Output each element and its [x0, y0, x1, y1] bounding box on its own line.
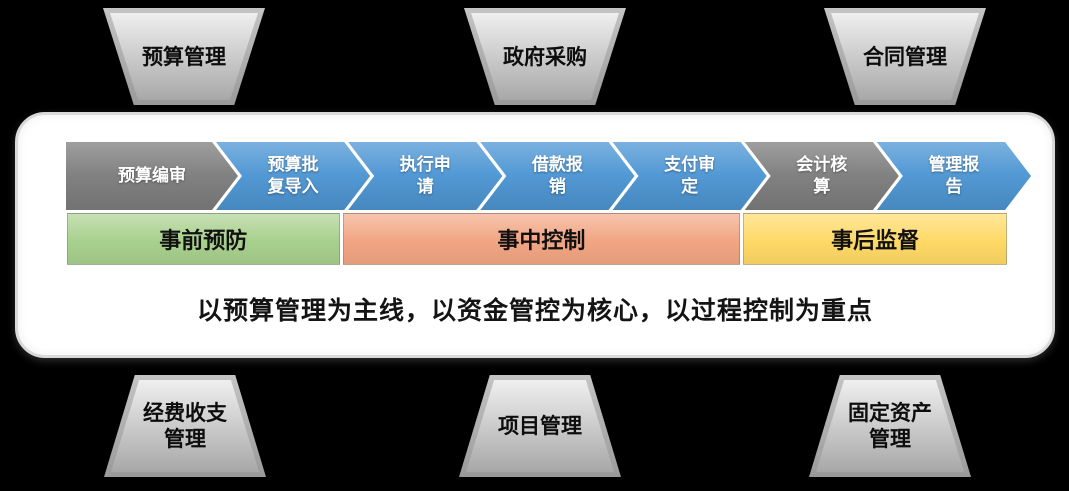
module-project-management: 项目管理 [459, 375, 621, 477]
phase-label: 事中控制 [497, 228, 586, 254]
process-step-management-report: 管理报告 [877, 142, 1031, 210]
trapezoid-bevel [831, 13, 979, 100]
step-label: 借款报销 [531, 154, 583, 197]
module-label: 预算管理 [142, 43, 226, 69]
phase-in-process-control: 事中控制 [342, 213, 741, 265]
step-label: 预算编审 [118, 165, 186, 186]
process-step-budget-approval-import: 预算批复导入 [216, 142, 370, 210]
step-label: 会计核算 [796, 154, 848, 197]
module-fixed-assets: 固定资产管理 [809, 375, 971, 477]
process-step-accounting: 会计核算 [745, 142, 899, 210]
phase-label: 事后监督 [831, 228, 920, 254]
control-phases: 事前预防 事中控制 事后监督 [67, 213, 1007, 265]
phase-pre-prevention: 事前预防 [67, 213, 340, 265]
step-label: 执行申请 [399, 154, 451, 197]
module-label: 合同管理 [863, 43, 947, 69]
module-government-procurement: 政府采购 [464, 8, 626, 105]
module-budget-management: 预算管理 [103, 8, 265, 105]
process-step-loan-reimbursement: 借款报销 [480, 142, 634, 210]
slogan-text: 以预算管理为主线，以资金管控为核心，以过程控制为重点 [196, 296, 873, 325]
process-panel: 预算编审 预算批复导入 执行申请 借款报销 支付审定 会计核算 管理报告 [15, 112, 1055, 358]
module-label: 政府采购 [503, 43, 587, 69]
process-step-budget-review: 预算编审 [66, 142, 238, 210]
module-funds-revenue-expenditure: 经费收支管理 [104, 375, 266, 477]
process-step-payment-approval: 支付审定 [613, 142, 767, 210]
trapezoid-bevel [110, 13, 258, 100]
phase-label: 事前预防 [159, 228, 248, 254]
phase-post-supervision: 事后监督 [743, 213, 1007, 265]
step-label: 管理报告 [928, 154, 980, 197]
step-label: 支付审定 [664, 154, 716, 197]
module-label: 经费收支管理 [143, 399, 227, 451]
trapezoid-bevel [816, 380, 964, 472]
module-contract-management: 合同管理 [824, 8, 986, 105]
trapezoid-bevel [466, 380, 614, 472]
module-label: 固定资产管理 [848, 399, 932, 451]
module-label: 项目管理 [498, 412, 582, 438]
step-label: 预算批复导入 [267, 154, 319, 197]
trapezoid-bevel [471, 13, 619, 100]
process-step-execution-request: 执行申请 [348, 142, 502, 210]
process-flow: 预算编审 预算批复导入 执行申请 借款报销 支付审定 会计核算 管理报告 [66, 142, 1031, 210]
trapezoid-bevel [111, 380, 259, 472]
